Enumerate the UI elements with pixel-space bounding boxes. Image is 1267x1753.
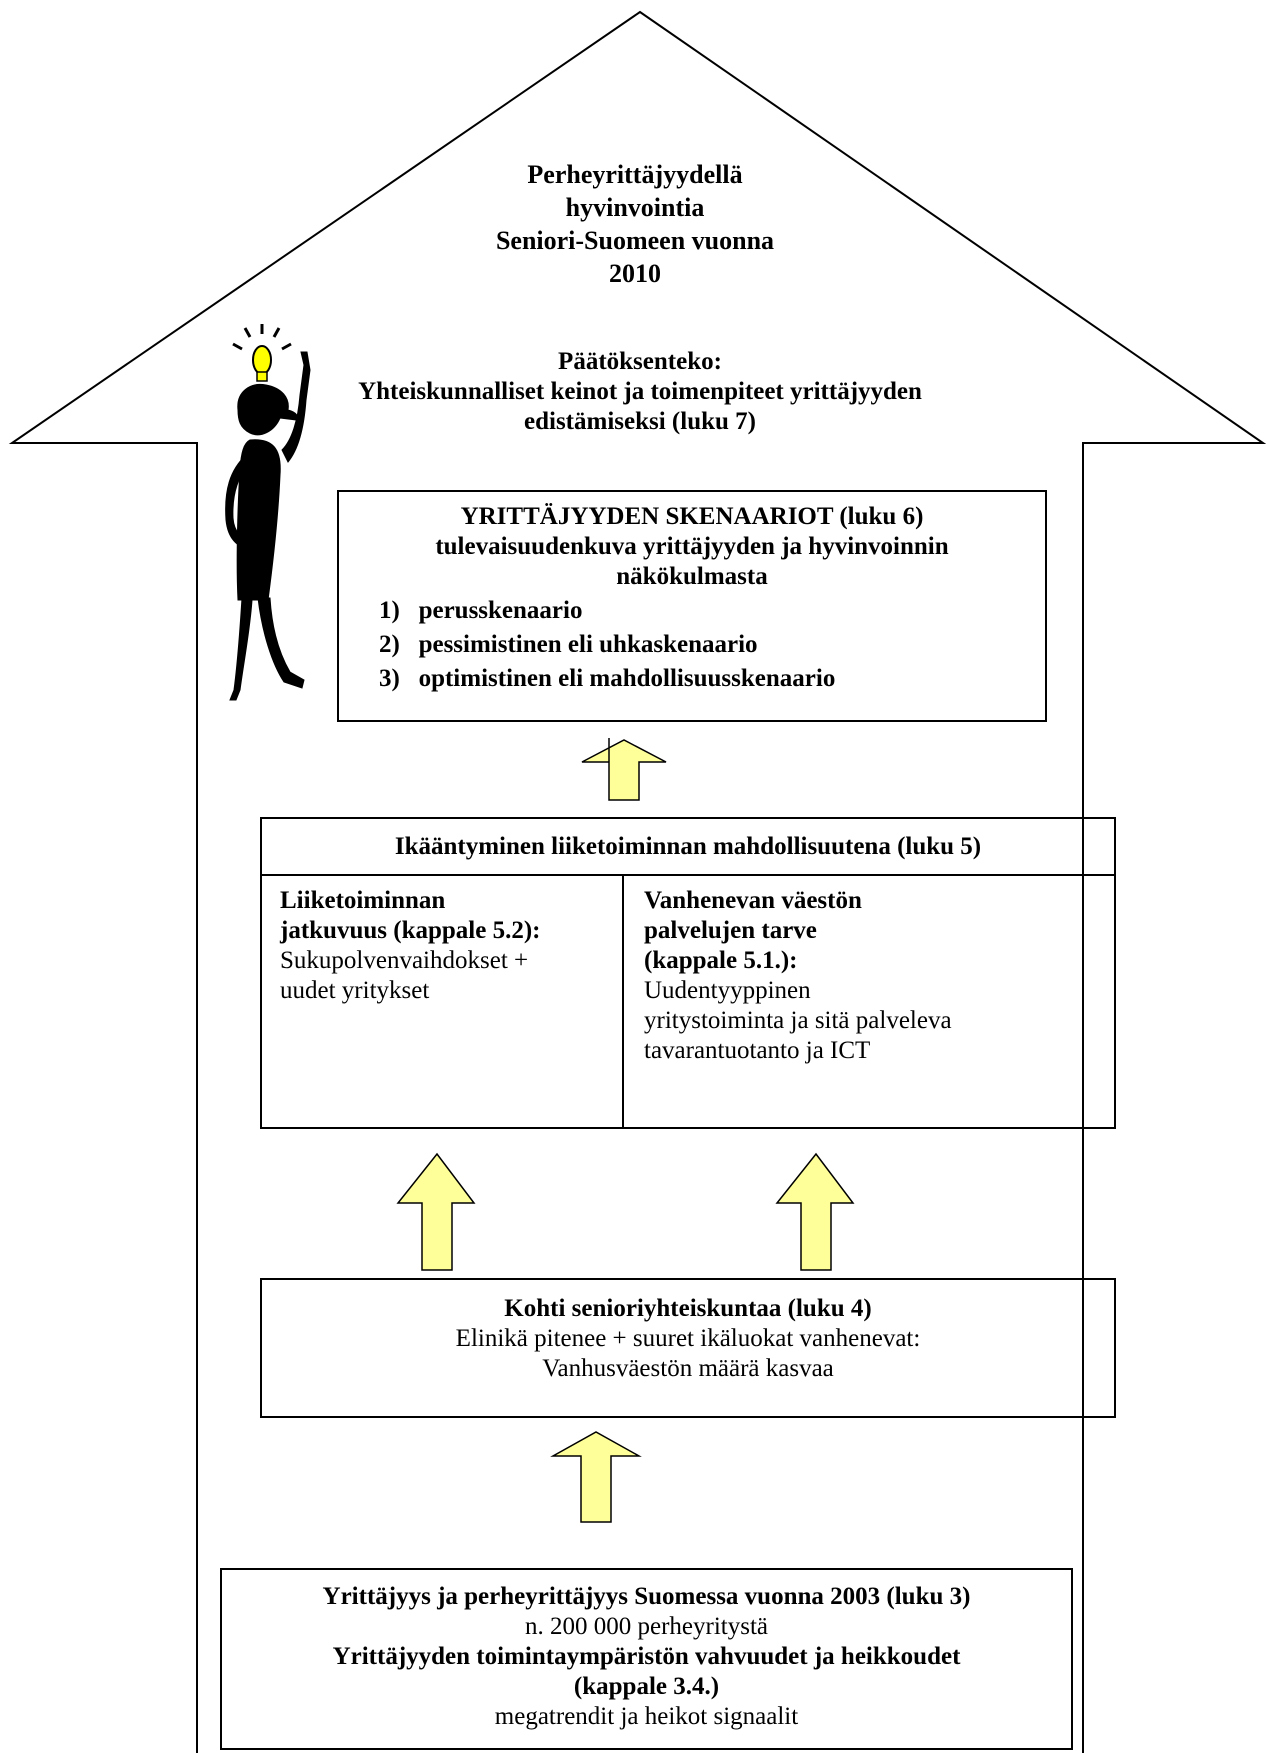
title-line: Seniori-Suomeen vuonna bbox=[495, 226, 775, 255]
scenarios-box: YRITTÄJYYDEN SKENAARIOT (luku 6) tulevai… bbox=[337, 490, 1047, 722]
entrepreneurship-base-box: Yrittäjyys ja perheyrittäjyys Suomessa v… bbox=[220, 1568, 1073, 1750]
senior-society-box: Kohti senioriyhteiskuntaa (luku 4) Elini… bbox=[260, 1278, 1116, 1418]
house-outline bbox=[8, 10, 1267, 1753]
list-item: 1) perusskenaario bbox=[379, 597, 583, 624]
cell-text: tavarantuotanto ja ICT bbox=[644, 1037, 871, 1064]
title-line: hyvinvointia bbox=[565, 193, 705, 222]
scenarios-subtitle: näkökulmasta bbox=[616, 563, 768, 590]
list-item: 3) optimistinen eli mahdollisuusskenaari… bbox=[379, 665, 836, 692]
senior-text: Vanhusväestön määrä kasvaa bbox=[542, 1355, 834, 1382]
cell-heading: (kappale 5.1.): bbox=[644, 947, 798, 974]
cell-heading: palvelujen tarve bbox=[644, 917, 817, 944]
base-heading: Yrittäjyyden toimintaympäristön vahvuude… bbox=[332, 1643, 961, 1670]
decision-making-text: Päätöksenteko: Yhteiskunnalliset keinot … bbox=[300, 347, 980, 437]
cell-text: yritystoiminta ja sitä palveleva bbox=[644, 1007, 952, 1034]
decision-line: edistämiseksi (luku 7) bbox=[524, 408, 756, 435]
business-continuity-cell: Liiketoiminnan jatkuvuus (kappale 5.2): … bbox=[262, 876, 624, 1127]
base-text: n. 200 000 perheyritystä bbox=[524, 1613, 768, 1640]
base-text: megatrendit ja heikot signaalit bbox=[494, 1703, 799, 1730]
cell-heading: Vanhenevan väestön bbox=[644, 887, 862, 914]
scenarios-title: YRITTÄJYYDEN SKENAARIOT (luku 6) bbox=[460, 503, 924, 530]
up-arrow-icon bbox=[775, 1152, 855, 1271]
decision-line: Päätöksenteko: bbox=[558, 348, 722, 375]
base-title: Yrittäjyys ja perheyrittäjyys Suomessa v… bbox=[322, 1583, 971, 1610]
scenarios-subtitle: tulevaisuudenkuva yrittäjyyden ja hyvinv… bbox=[435, 533, 949, 560]
lightbulb-icon bbox=[232, 324, 292, 382]
up-arrow-icon bbox=[581, 738, 667, 801]
cell-text: Uudentyyppinen bbox=[644, 977, 811, 1004]
service-need-cell: Vanhenevan väestön palvelujen tarve (kap… bbox=[624, 876, 1114, 1127]
decision-line: Yhteiskunnalliset keinot ja toimenpiteet… bbox=[358, 378, 922, 405]
cell-text: Sukupolvenvaihdokset + bbox=[280, 947, 529, 974]
list-item: 2) pessimistinen eli uhkaskenaario bbox=[379, 631, 758, 658]
base-heading: (kappale 3.4.) bbox=[573, 1673, 720, 1700]
cell-heading: Liiketoiminnan bbox=[280, 887, 446, 914]
title-line: 2010 bbox=[609, 259, 661, 288]
up-arrow-icon bbox=[550, 1431, 642, 1523]
cell-heading: jatkuvuus (kappale 5.2): bbox=[280, 917, 541, 944]
senior-text: Elinikä pitenee + suuret ikäluokat vanhe… bbox=[455, 1325, 921, 1352]
aging-title: Ikääntyminen liiketoiminnan mahdollisuut… bbox=[262, 819, 1114, 876]
aging-opportunity-box: Ikääntyminen liiketoiminnan mahdollisuut… bbox=[260, 817, 1116, 1129]
cell-text: uudet yritykset bbox=[280, 977, 430, 1004]
diagram-title: Perheyrittäjyydellä hyvinvointia Seniori… bbox=[420, 158, 850, 290]
thinking-person-icon bbox=[225, 351, 311, 701]
up-arrow-icon bbox=[396, 1152, 476, 1271]
scenarios-list: 1) perusskenaario 2) pessimistinen eli u… bbox=[349, 594, 1035, 696]
senior-title: Kohti senioriyhteiskuntaa (luku 4) bbox=[504, 1295, 872, 1322]
title-line: Perheyrittäjyydellä bbox=[527, 160, 743, 189]
